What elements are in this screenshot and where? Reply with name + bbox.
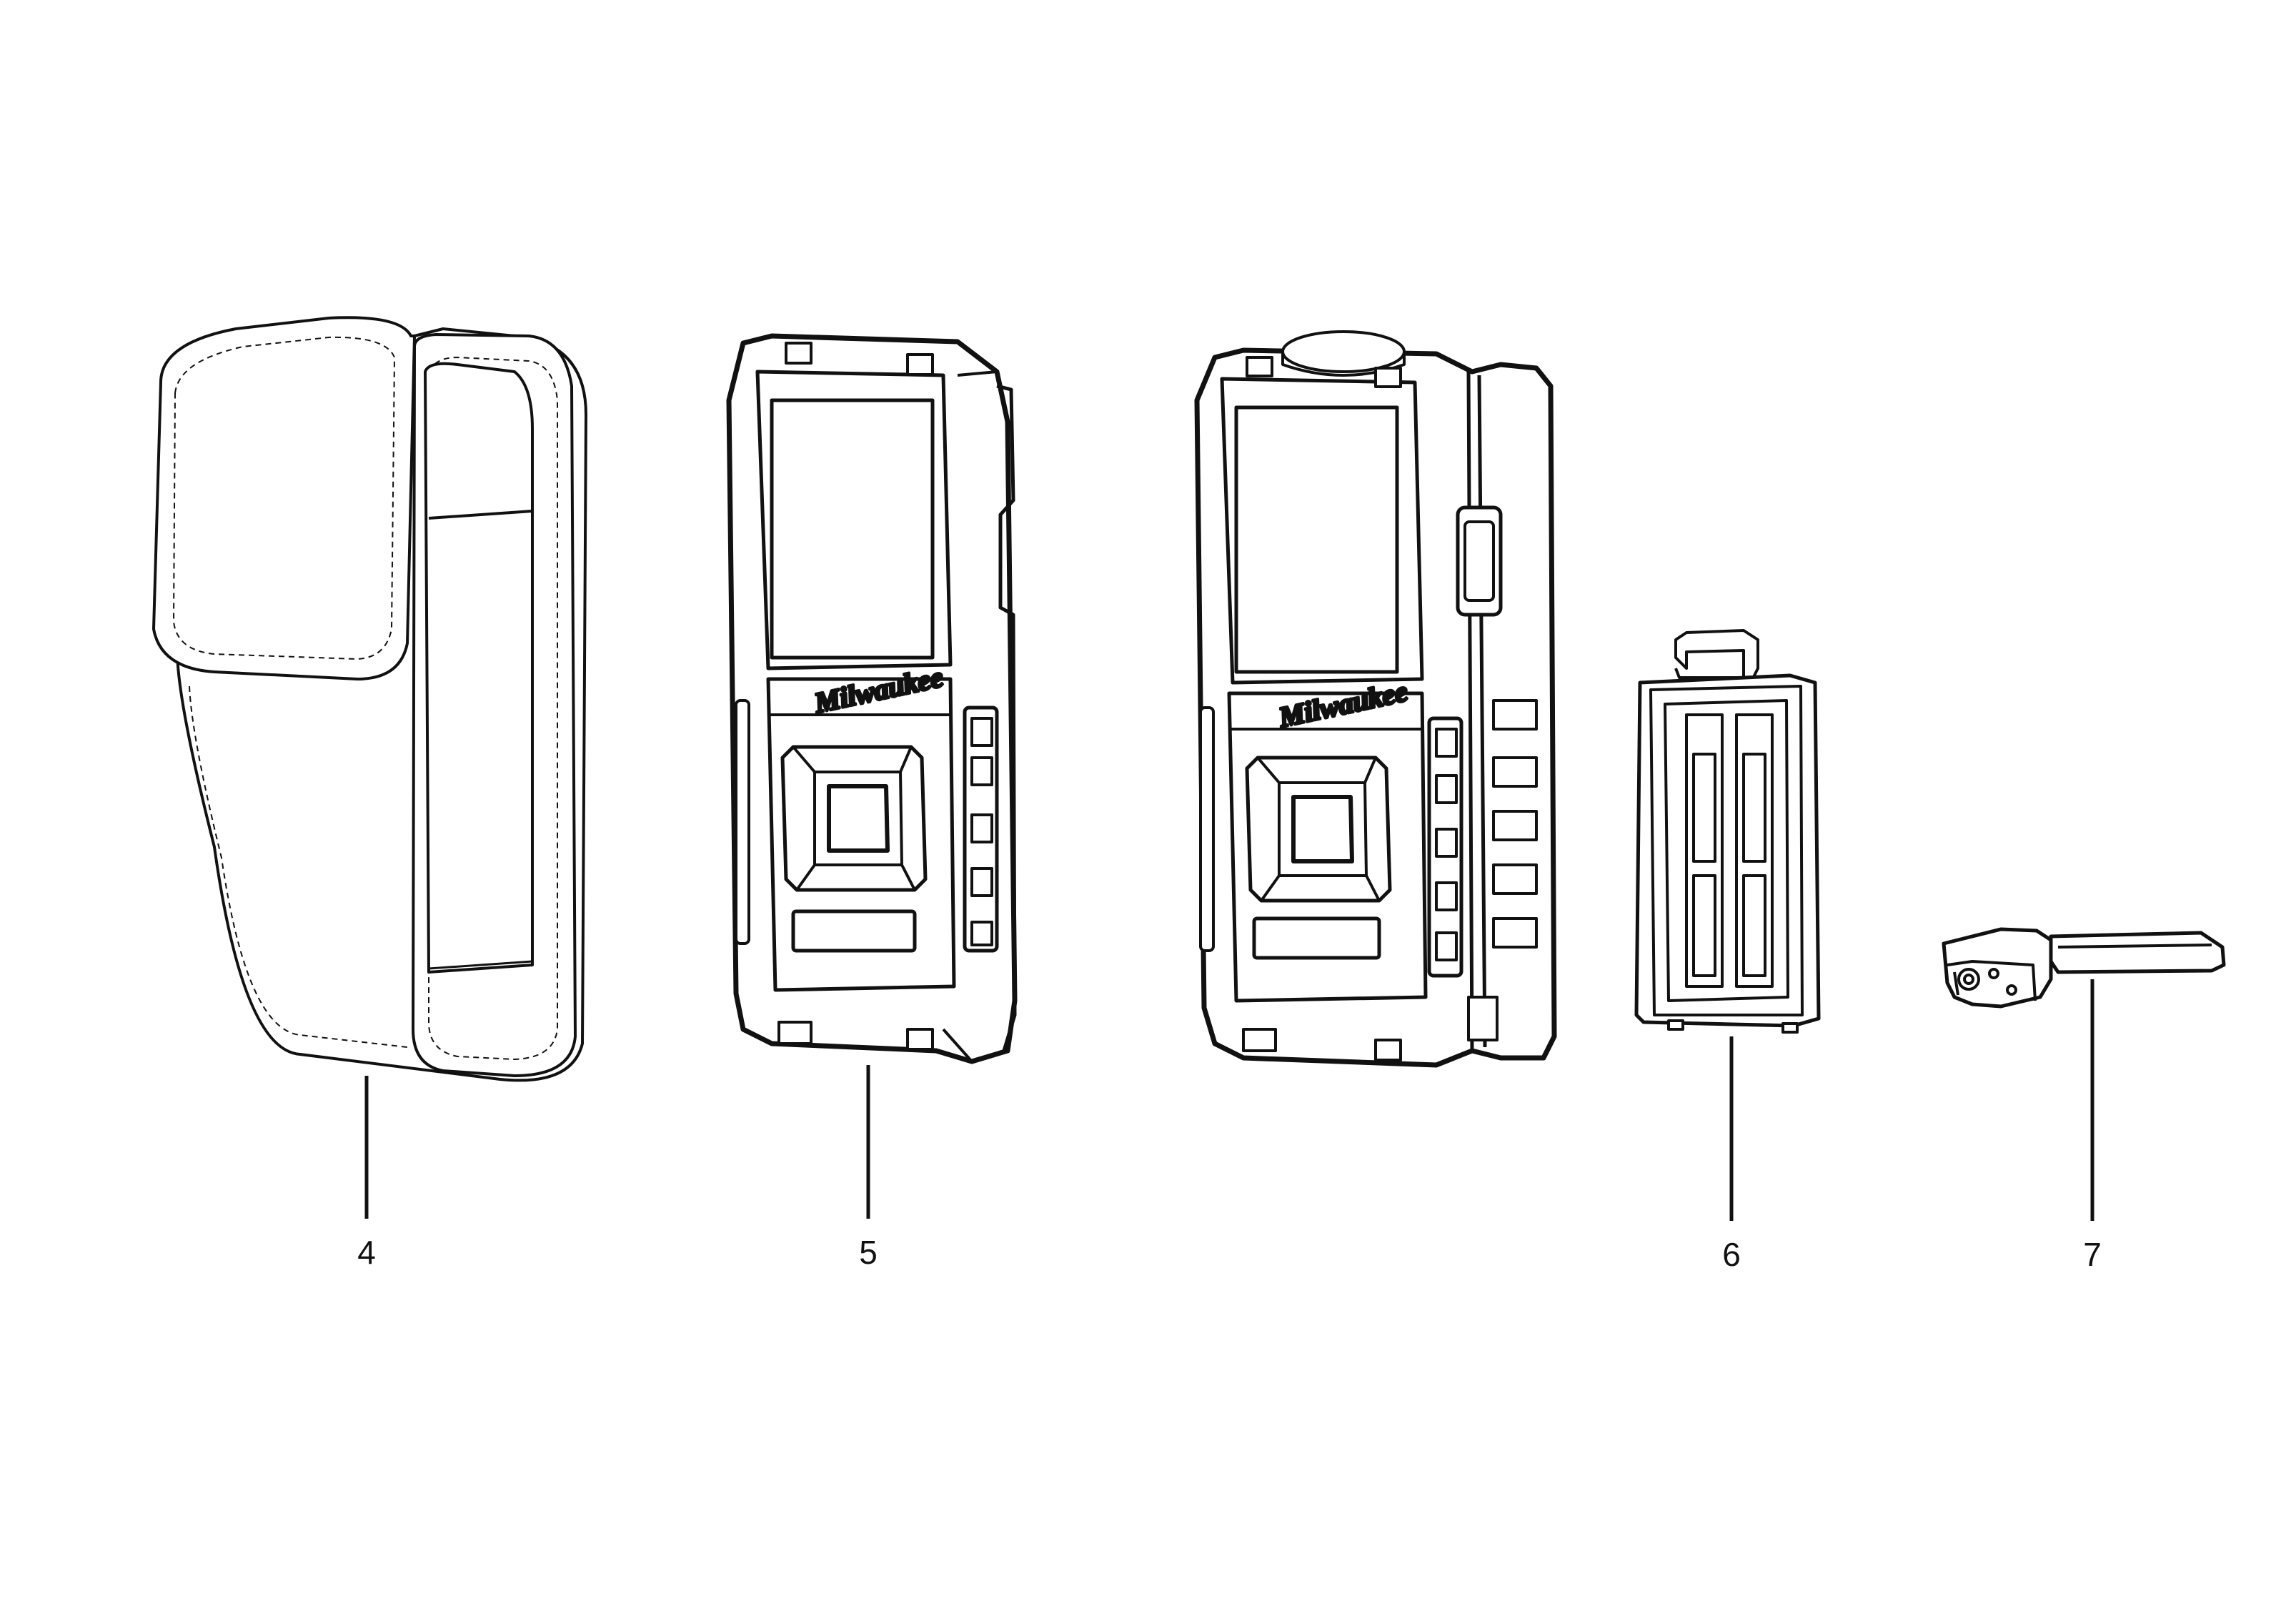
protective-rail-icon: Milwaukee: [726, 333, 1018, 1064]
part-label-4: 4: [357, 1234, 376, 1271]
part-label-5: 5: [859, 1234, 878, 1271]
part-label-7: 7: [2083, 1236, 2102, 1273]
part-label-6: 6: [1722, 1236, 1741, 1273]
laser-distance-meter-icon: Milwaukee: [1194, 330, 1557, 1068]
battery-cover-icon: [1634, 629, 1821, 1034]
end-piece-bracket-icon: [1942, 927, 2226, 1009]
belt-pouch-icon: [152, 316, 587, 1082]
